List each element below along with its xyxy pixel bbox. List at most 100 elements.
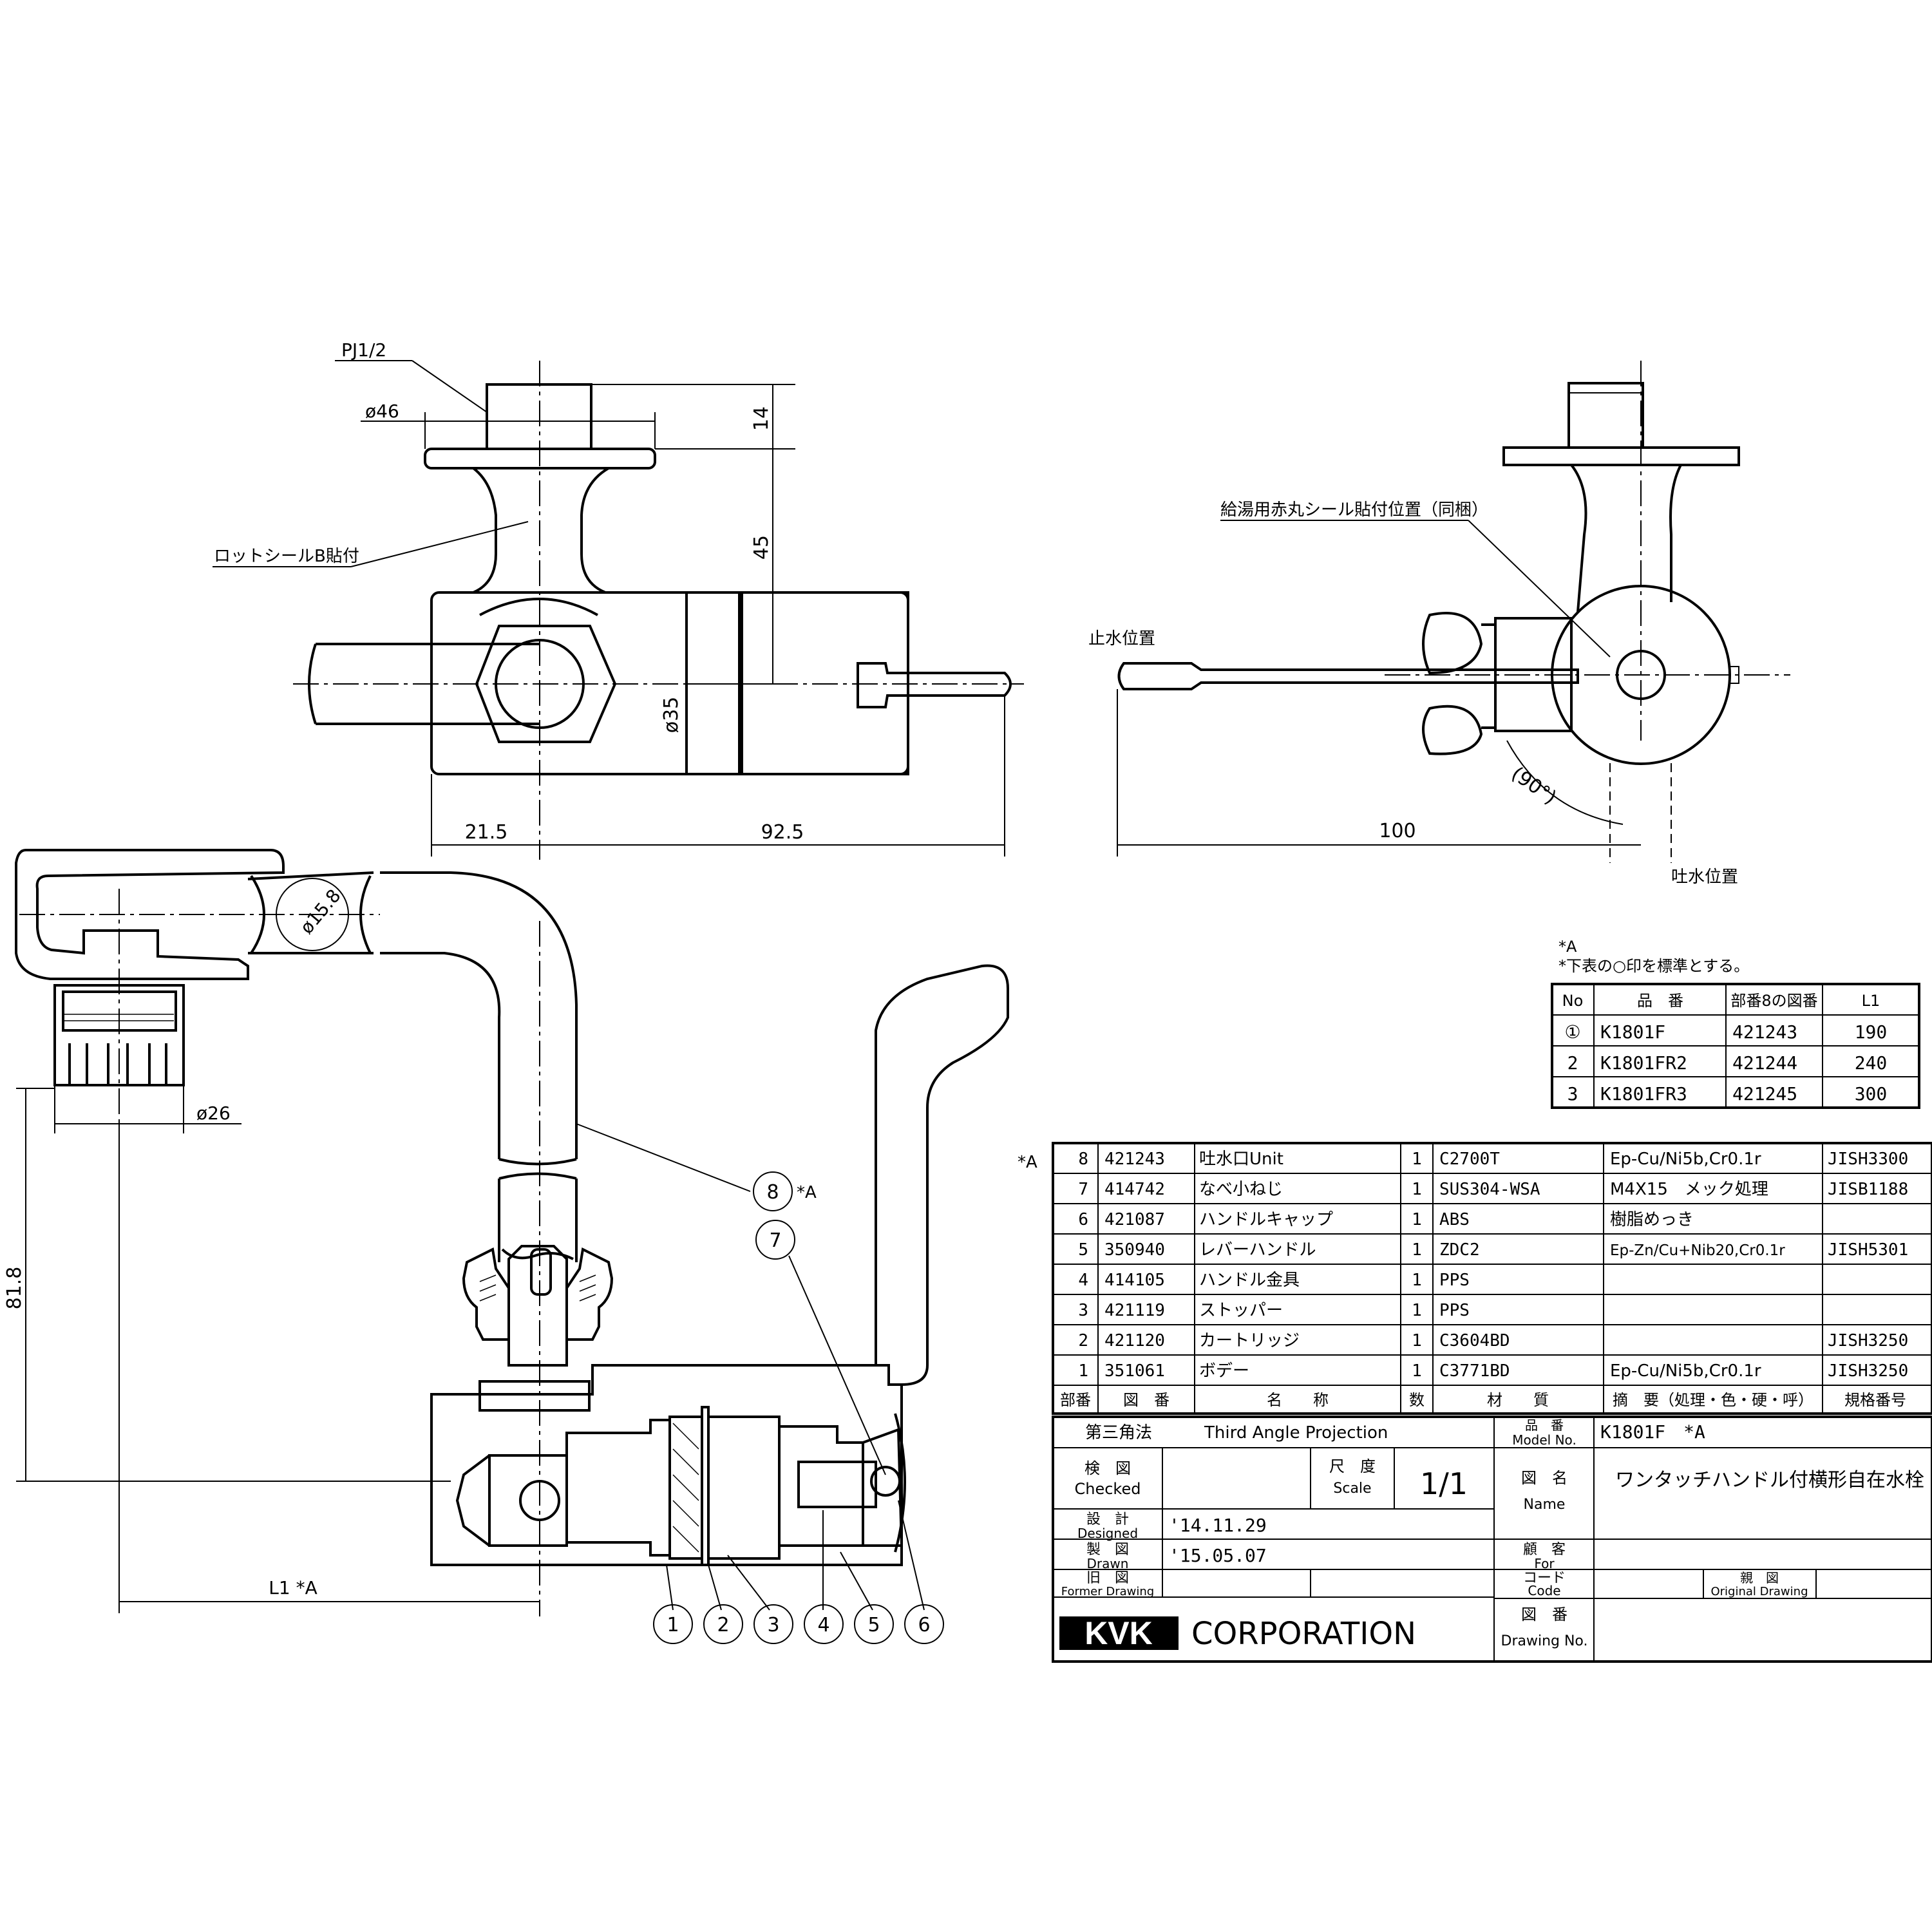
svg-text:1: 1 bbox=[1412, 1180, 1422, 1199]
balloon-2: 2 bbox=[703, 1604, 743, 1644]
svg-text:Ep-Cu/Ni5b,Cr0.1r: Ep-Cu/Ni5b,Cr0.1r bbox=[1610, 1361, 1761, 1381]
svg-text:C2700T: C2700T bbox=[1439, 1150, 1500, 1169]
name-value: ワンタッチハンドル付横形自在水栓 bbox=[1615, 1469, 1924, 1492]
code-en: Code bbox=[1528, 1583, 1560, 1598]
svg-text:1: 1 bbox=[1412, 1331, 1422, 1350]
projection-jp: 第三角法 bbox=[1085, 1423, 1152, 1443]
svg-text:421120: 421120 bbox=[1104, 1331, 1165, 1350]
svg-text:421244: 421244 bbox=[1732, 1052, 1797, 1074]
svg-text:PPS: PPS bbox=[1439, 1301, 1470, 1320]
parts-star-a: *A bbox=[1018, 1153, 1037, 1172]
drawing-no-en: Drawing No. bbox=[1501, 1633, 1588, 1649]
dim-100: 100 bbox=[1379, 820, 1416, 842]
side-view: 給湯用赤丸シール貼付位置（同梱） 止水位置 吐水位置 (90°) 100 bbox=[1088, 361, 1790, 887]
front-view: ø15.8 ø26 bbox=[3, 849, 1009, 1644]
designed-jp: 設 計 bbox=[1086, 1511, 1129, 1528]
svg-text:部番: 部番 bbox=[1060, 1391, 1091, 1409]
svg-text:1: 1 bbox=[1078, 1361, 1088, 1381]
variant-row: 2 K1801FR2 421244 240 bbox=[1567, 1052, 1888, 1074]
svg-text:351061: 351061 bbox=[1104, 1361, 1165, 1381]
balloon-5: 5 bbox=[854, 1604, 894, 1644]
projection-en: Third Angle Projection bbox=[1204, 1423, 1388, 1443]
name-jp: 図 名 bbox=[1521, 1469, 1567, 1487]
svg-text:JISH3300: JISH3300 bbox=[1828, 1150, 1908, 1169]
variant-row: ① K1801F 421243 190 bbox=[1564, 1021, 1887, 1043]
svg-text:PPS: PPS bbox=[1439, 1271, 1470, 1290]
designed-date: '14.11.29 bbox=[1169, 1515, 1267, 1536]
svg-text:JISB1188: JISB1188 bbox=[1828, 1180, 1908, 1199]
dim-45: 45 bbox=[750, 535, 773, 560]
drawn-jp: 製 図 bbox=[1086, 1542, 1129, 1558]
svg-text:Ep-Cu/Ni5b,Cr0.1r: Ep-Cu/Ni5b,Cr0.1r bbox=[1610, 1150, 1761, 1169]
svg-text:1: 1 bbox=[667, 1614, 679, 1636]
dia-26-label: ø26 bbox=[196, 1103, 231, 1124]
svg-text:K1801F: K1801F bbox=[1600, 1021, 1665, 1043]
drawing-no-jp: 図 番 bbox=[1521, 1605, 1567, 1624]
parts-row: 3 421119 ストッパー 1 PPS bbox=[1078, 1301, 1470, 1320]
svg-text:Ep-Zn/Cu+Nib20,Cr0.1r: Ep-Zn/Cu+Nib20,Cr0.1r bbox=[1610, 1242, 1785, 1259]
balloon-8: 8 bbox=[753, 1171, 793, 1211]
balloon-3: 3 bbox=[753, 1604, 793, 1644]
balloon-1: 1 bbox=[653, 1604, 693, 1644]
svg-text:①: ① bbox=[1564, 1021, 1580, 1043]
svg-text:8: 8 bbox=[766, 1181, 779, 1204]
svg-text:7: 7 bbox=[769, 1229, 781, 1252]
parts-row: 7 414742 なべ小ねじ 1 SUS304-WSA M4X15 メック処理 … bbox=[1078, 1180, 1908, 1199]
parts-row: 4 414105 ハンドル金具 1 PPS bbox=[1078, 1271, 1470, 1290]
svg-text:摘 要（処理・色・硬・呼）: 摘 要（処理・色・硬・呼） bbox=[1613, 1391, 1814, 1409]
balloon-8-note: *A bbox=[797, 1183, 817, 1202]
dim-81-8: 81.8 bbox=[3, 1267, 26, 1310]
svg-text:JISH5301: JISH5301 bbox=[1828, 1240, 1908, 1260]
former-jp: 旧 図 bbox=[1086, 1570, 1129, 1586]
svg-text:ハンドル金具: ハンドル金具 bbox=[1199, 1271, 1300, 1290]
svg-text:図 番: 図 番 bbox=[1123, 1391, 1170, 1409]
for-jp: 顧 客 bbox=[1523, 1542, 1566, 1558]
dim-14: 14 bbox=[750, 406, 773, 431]
balloon-6: 6 bbox=[904, 1604, 944, 1644]
svg-text:421245: 421245 bbox=[1732, 1083, 1797, 1104]
svg-text:421119: 421119 bbox=[1104, 1301, 1165, 1320]
svg-text:1: 1 bbox=[1412, 1361, 1422, 1381]
variant-note-a: *A bbox=[1558, 938, 1577, 956]
dim-35: ø35 bbox=[660, 697, 683, 734]
scale-jp: 尺 度 bbox=[1329, 1457, 1376, 1475]
parts-row: 2 421120 カートリッジ 1 C3604BD JISH3250 bbox=[1078, 1331, 1908, 1350]
model-no-en: Model No. bbox=[1512, 1432, 1577, 1448]
flange-dia-label: ø46 bbox=[365, 401, 399, 422]
svg-text:350940: 350940 bbox=[1104, 1240, 1165, 1260]
svg-text:ZDC2: ZDC2 bbox=[1439, 1240, 1480, 1260]
svg-text:ABS: ABS bbox=[1439, 1210, 1470, 1229]
svg-text:2: 2 bbox=[1078, 1331, 1088, 1350]
svg-text:吐水口Unit: 吐水口Unit bbox=[1199, 1150, 1283, 1169]
svg-text:レバーハンドル: レバーハンドル bbox=[1199, 1240, 1316, 1260]
parts-row: 5 350940 レバーハンドル 1 ZDC2 Ep-Zn/Cu+Nib20,C… bbox=[1078, 1240, 1908, 1260]
variant-header-no: No bbox=[1562, 992, 1584, 1010]
company-logo-mark bbox=[1059, 1616, 1179, 1650]
svg-text:2: 2 bbox=[717, 1614, 729, 1636]
svg-text:421243: 421243 bbox=[1104, 1150, 1165, 1169]
variant-header-drawing: 部番8の図番 bbox=[1730, 992, 1817, 1010]
parts-row: 6 421087 ハンドルキャップ 1 ABS 樹脂めっき bbox=[1078, 1210, 1694, 1229]
outlet-position-label: 吐水位置 bbox=[1671, 867, 1738, 887]
svg-text:190: 190 bbox=[1855, 1021, 1888, 1043]
thread-label: PJ1/2 bbox=[341, 339, 386, 361]
svg-text:C3771BD: C3771BD bbox=[1439, 1361, 1510, 1381]
variant-header-part: 品 番 bbox=[1637, 992, 1683, 1010]
svg-text:ボデー: ボデー bbox=[1199, 1361, 1249, 1381]
svg-text:3: 3 bbox=[767, 1614, 779, 1636]
svg-text:1: 1 bbox=[1412, 1210, 1422, 1229]
company-logo: KVK bbox=[1084, 1615, 1153, 1651]
svg-text:3: 3 bbox=[1567, 1083, 1578, 1104]
svg-text:ストッパー: ストッパー bbox=[1199, 1301, 1283, 1320]
svg-text:6: 6 bbox=[918, 1614, 930, 1636]
sticker-note: 給湯用赤丸シール貼付位置（同梱） bbox=[1220, 500, 1488, 520]
svg-text:規格番号: 規格番号 bbox=[1844, 1391, 1906, 1409]
model-no-value: K1801F *A bbox=[1600, 1421, 1705, 1443]
stop-position-label: 止水位置 bbox=[1088, 629, 1155, 649]
angle-label: (90°) bbox=[1507, 762, 1560, 810]
svg-text:1: 1 bbox=[1412, 1240, 1422, 1260]
parts-table: *A 8 421243 吐水口Unit 1 C2700T Ep-Cu/Ni5b,… bbox=[1018, 1142, 1932, 1415]
svg-text:1: 1 bbox=[1412, 1150, 1422, 1169]
original-en: Original Drawing bbox=[1710, 1585, 1808, 1598]
for-en: For bbox=[1534, 1556, 1555, 1571]
